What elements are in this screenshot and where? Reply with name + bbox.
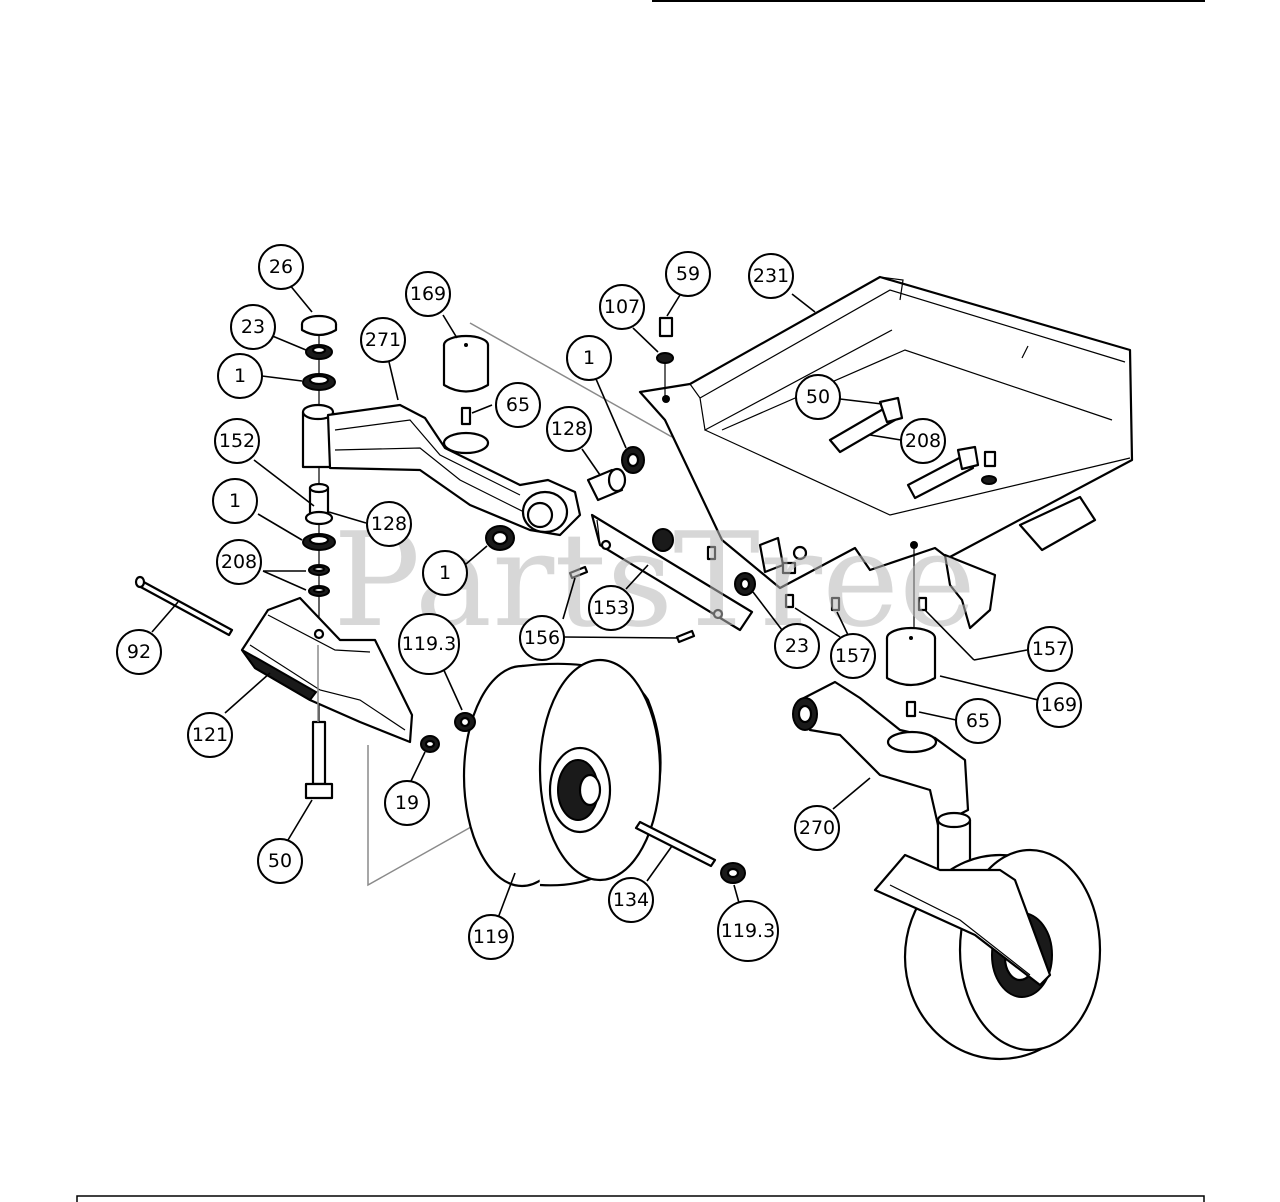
caster-fork-121 [240, 596, 440, 800]
bottom-frame [76, 1195, 1205, 1202]
svg-text:271: 271 [365, 329, 401, 351]
callout-19: 19 [384, 780, 430, 826]
callout-156: 156 [519, 615, 565, 661]
svg-text:50: 50 [806, 386, 830, 408]
svg-text:65: 65 [506, 394, 530, 416]
front-frame-231 [638, 275, 1134, 630]
svg-text:23: 23 [241, 316, 265, 338]
callout-169: 169 [405, 271, 451, 317]
callout-65: 65 [955, 698, 1001, 744]
svg-text:208: 208 [221, 551, 257, 573]
callout-157: 157 [1027, 626, 1073, 672]
svg-text:157: 157 [835, 645, 871, 667]
callout-270: 270 [794, 805, 840, 851]
axle-134 [634, 820, 746, 884]
callout-26: 26 [258, 244, 304, 290]
reference-lines [317, 322, 673, 887]
svg-text:128: 128 [551, 418, 587, 440]
svg-text:169: 169 [410, 283, 446, 305]
mid-bushings [485, 446, 645, 551]
left-spindle-stack [300, 314, 338, 780]
leader-lines [151, 283, 1039, 919]
callout-119: 119 [468, 914, 514, 960]
svg-text:231: 231 [753, 265, 789, 287]
svg-text:156: 156 [524, 627, 560, 649]
callout-208: 208 [900, 418, 946, 464]
callout-1: 1 [217, 353, 263, 399]
callout-231: 231 [748, 253, 794, 299]
callout-208: 208 [216, 539, 262, 585]
svg-text:152: 152 [219, 430, 255, 452]
svg-text:92: 92 [127, 641, 151, 663]
wheel-119 [454, 658, 662, 888]
svg-text:208: 208 [905, 430, 941, 452]
svg-text:59: 59 [676, 263, 700, 285]
svg-text:26: 26 [269, 256, 293, 278]
axle-92 [134, 575, 234, 637]
svg-text:1: 1 [583, 347, 595, 369]
svg-text:1: 1 [234, 365, 246, 387]
callout-119-3: 119.3 [398, 613, 460, 675]
callout-107: 107 [599, 284, 645, 330]
svg-text:107: 107 [604, 296, 640, 318]
left-bumper-169 [442, 334, 490, 393]
svg-text:19: 19 [395, 792, 419, 814]
right-caster-assembly-270 [792, 680, 1102, 1061]
svg-text:23: 23 [785, 635, 809, 657]
svg-text:128: 128 [371, 513, 407, 535]
callout-121: 121 [187, 712, 233, 758]
callout-50: 50 [257, 838, 303, 884]
svg-text:157: 157 [1032, 638, 1068, 660]
svg-text:134: 134 [613, 889, 649, 911]
svg-text:119.3: 119.3 [721, 920, 775, 942]
bracket-153 [568, 513, 756, 644]
callout-271: 271 [360, 317, 406, 363]
callout-92: 92 [116, 629, 162, 675]
svg-text:50: 50 [268, 850, 292, 872]
callout-50: 50 [795, 374, 841, 420]
svg-text:121: 121 [192, 724, 228, 746]
callout-23: 23 [230, 304, 276, 350]
callout-1: 1 [212, 478, 258, 524]
right-bumper-169 [885, 626, 937, 718]
svg-text:153: 153 [593, 597, 629, 619]
callout-119-3: 119.3 [717, 900, 779, 962]
svg-text:270: 270 [799, 817, 835, 839]
callout-65: 65 [495, 382, 541, 428]
svg-text:65: 65 [966, 710, 990, 732]
svg-text:1: 1 [439, 562, 451, 584]
callout-128: 128 [546, 406, 592, 452]
callout-134: 134 [608, 877, 654, 923]
callout-1: 1 [566, 335, 612, 381]
callout-23: 23 [774, 623, 820, 669]
callout-59: 59 [665, 251, 711, 297]
callout-157: 157 [830, 633, 876, 679]
callout-1: 1 [422, 550, 468, 596]
callout-152: 152 [214, 418, 260, 464]
callout-169: 169 [1036, 682, 1082, 728]
svg-text:119.3: 119.3 [402, 633, 456, 655]
svg-text:1: 1 [229, 490, 241, 512]
callout-128: 128 [366, 501, 412, 547]
left-pivot-arm-271 [326, 403, 582, 537]
svg-text:119: 119 [473, 926, 509, 948]
callout-153: 153 [588, 585, 634, 631]
svg-text:169: 169 [1041, 694, 1077, 716]
